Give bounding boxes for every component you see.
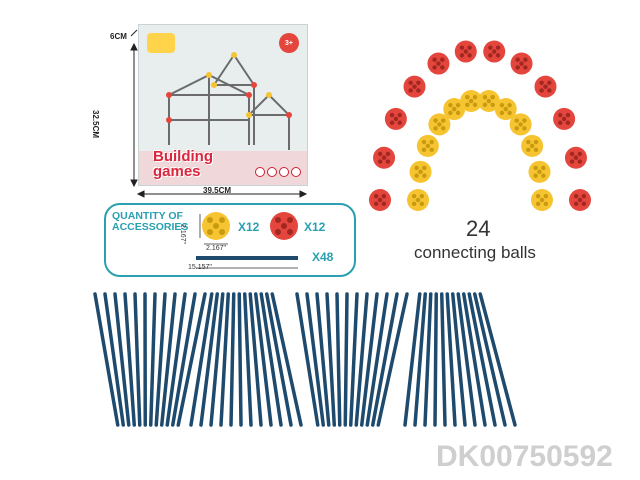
connecting-ball (428, 113, 451, 136)
stick (237, 292, 243, 427)
stick (325, 292, 336, 427)
stick (343, 292, 349, 427)
stick (229, 292, 236, 427)
stick (423, 292, 433, 427)
accessories-title-line1: QUANTITY OF (112, 210, 183, 222)
box-width-label: 39.5CM (203, 186, 232, 195)
connecting-ball (494, 98, 517, 121)
stick (199, 292, 219, 427)
stick (265, 292, 293, 427)
stick (473, 292, 507, 427)
stick (171, 292, 197, 427)
stick (433, 292, 438, 427)
box-logo (147, 33, 175, 53)
box-height-label: 6CM (110, 32, 127, 41)
stick (354, 292, 369, 427)
connecting-ball (460, 90, 483, 113)
stick (360, 292, 379, 427)
connecting-ball (407, 189, 429, 211)
stick (456, 292, 477, 427)
connecting-ball (373, 146, 396, 169)
connecting-ball (409, 160, 432, 183)
stick-length-label: 15.157" (188, 264, 212, 271)
stick (413, 292, 427, 427)
stick (440, 292, 447, 427)
stick (113, 292, 131, 427)
stick (154, 292, 167, 427)
connecting-ball (443, 98, 466, 121)
stick (478, 292, 517, 427)
watermark-code: DK00750592 (436, 440, 613, 473)
connecting-ball (483, 40, 506, 63)
connecting-ball (477, 90, 500, 113)
stick (315, 292, 331, 427)
box-title: Building games (153, 149, 213, 179)
stick (219, 292, 230, 427)
yellow-ball-quantity: X12 (238, 220, 260, 234)
stick (243, 292, 253, 427)
accessory-items (196, 212, 298, 269)
stick (403, 292, 422, 427)
connecting-ball (510, 52, 533, 75)
connecting-ball (454, 40, 477, 63)
stick (103, 292, 125, 427)
stick (365, 292, 389, 427)
stick (467, 292, 497, 427)
fort-illustration (166, 52, 292, 150)
accessories-title-line2: ACCESSORIES (112, 221, 189, 233)
stick (270, 292, 303, 427)
stick (451, 292, 467, 427)
connecting-ball (416, 134, 439, 157)
stick (254, 292, 273, 427)
stick (445, 292, 457, 427)
product-box-image: 3+ Building games (138, 24, 308, 186)
connecting-ball (528, 160, 551, 183)
stick (349, 292, 359, 427)
connecting-ball (509, 113, 532, 136)
stick (160, 292, 177, 427)
stick (376, 292, 409, 427)
connecting-ball (521, 134, 544, 157)
accessories-title: QUANTITY OF ACCESSORIES (112, 211, 188, 233)
connecting-ball (369, 189, 391, 211)
box-age-badge: 3+ (279, 33, 299, 53)
stick (335, 292, 342, 427)
red-ball-quantity: X12 (304, 220, 326, 234)
stick (176, 292, 207, 427)
ball-width-label: 2.167" (206, 245, 227, 252)
stick (259, 292, 283, 427)
box-title-line2: games (153, 163, 201, 180)
stick-icon (196, 256, 298, 260)
connecting-balls-count: 24 (466, 216, 491, 241)
stick (93, 292, 120, 427)
stick (305, 292, 325, 427)
stick (462, 292, 487, 427)
box-title-line1: Building (153, 148, 213, 165)
connecting-ball (531, 189, 553, 211)
accessories-panel (104, 203, 356, 277)
stick (295, 292, 320, 427)
stick (189, 292, 214, 427)
connecting-ball (564, 146, 587, 169)
box-feature-icons (255, 167, 301, 177)
stick (209, 292, 225, 427)
connecting-ball (384, 107, 407, 130)
connecting-ball (553, 107, 576, 130)
connecting-ball (569, 189, 591, 211)
stick (123, 292, 136, 427)
connecting-balls-label: connecting balls (414, 243, 536, 262)
stick-quantity: X48 (312, 250, 334, 264)
stick (165, 292, 187, 427)
connecting-ball (403, 75, 426, 98)
stick (248, 292, 263, 427)
stick (133, 292, 142, 427)
connecting-ball (427, 52, 450, 75)
stick (149, 292, 157, 427)
connecting-ball (534, 75, 557, 98)
stick (371, 292, 399, 427)
